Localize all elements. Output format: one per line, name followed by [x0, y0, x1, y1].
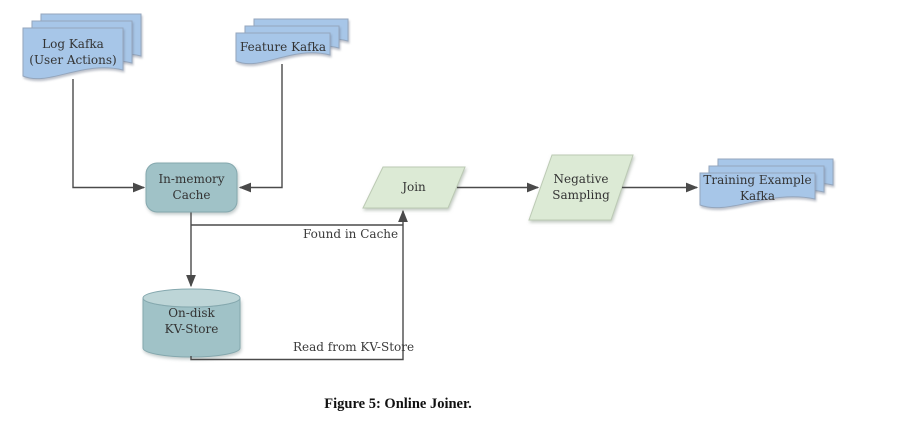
join-shape	[362, 166, 466, 209]
edge-feature-kafka-to-cache	[238, 64, 283, 193]
kv-store-shape	[142, 288, 241, 358]
in-memory-cache-shape	[145, 162, 238, 213]
found-in-cache-label: Found in Cache	[303, 227, 399, 241]
training-example-kafka-shape	[699, 158, 834, 209]
feature-kafka-shape	[235, 18, 349, 65]
log-kafka-doc-front	[22, 27, 124, 80]
negative-sampling-shape	[528, 154, 634, 221]
training-kafka-doc-front	[699, 172, 816, 209]
edge-log-kafka-to-cache	[72, 79, 146, 193]
kv-store-cylinder-top	[142, 288, 241, 308]
edge-read-from-kv-store-to-join	[190, 209, 408, 361]
log-kafka-shape	[22, 13, 142, 80]
feature-kafka-doc-front	[235, 32, 331, 65]
figure-caption: Figure 5: Online Joiner.	[324, 396, 472, 412]
read-from-kv-store-label: Read from KV-Store	[293, 340, 415, 354]
